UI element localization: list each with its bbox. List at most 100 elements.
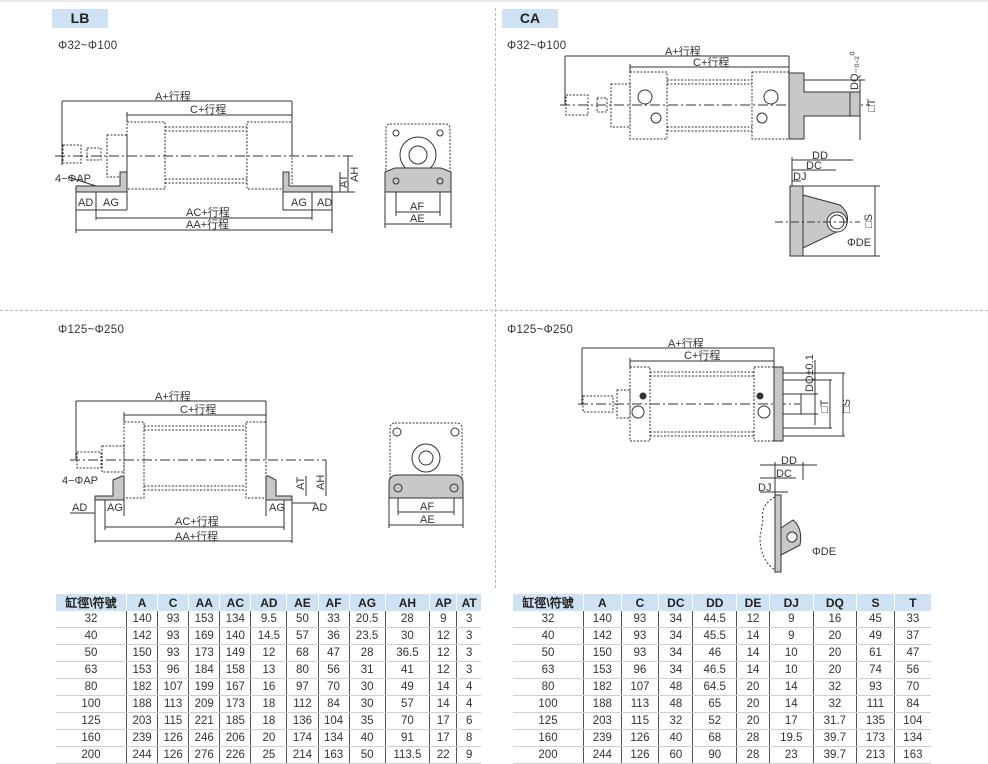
lb-header-cell: AP <box>429 594 457 611</box>
table-cell: 203 <box>125 712 158 730</box>
table-cell: 93 <box>157 611 189 628</box>
table-cell: 276 <box>188 746 220 764</box>
table-cell: 126 <box>620 729 659 747</box>
table-cell: 167 <box>219 678 251 696</box>
lb-header-cell: AH <box>384 594 430 611</box>
table-cell: 46.5 <box>692 661 737 679</box>
table-cell: 3 <box>456 611 481 628</box>
ca-large-s: □S <box>841 399 853 413</box>
table-cell: 39.7 <box>812 729 857 747</box>
table-cell: 104 <box>893 712 931 730</box>
table-cell: 80 <box>513 678 584 696</box>
lb-small-at: AT <box>338 174 350 188</box>
table-cell: 65 <box>692 695 737 713</box>
ca-tag: CA <box>502 9 558 28</box>
table-cell: 70 <box>317 678 350 696</box>
table-cell: 209 <box>188 695 220 713</box>
ca-small-t: □T <box>866 98 878 112</box>
table-cell: 31 <box>348 661 386 679</box>
table-cell: 182 <box>583 678 622 696</box>
ca-header-cell: DQ <box>812 594 857 611</box>
table-cell: 213 <box>856 746 895 764</box>
ca-small-de: ΦDE <box>847 237 871 249</box>
table-cell: 239 <box>583 729 622 747</box>
table-cell: 14 <box>768 695 814 713</box>
table-cell: 48 <box>658 678 693 696</box>
table-cell: 50 <box>513 644 584 662</box>
table-cell: 60 <box>658 746 693 764</box>
horizontal-divider <box>0 310 988 311</box>
table-cell: 45.5 <box>692 627 737 645</box>
table-cell: 34 <box>658 611 693 628</box>
table-cell: 22 <box>429 746 457 764</box>
table-cell: 8 <box>456 729 481 747</box>
table-cell: 126 <box>620 746 659 764</box>
table-cell: 14 <box>736 661 770 679</box>
lb-large-ad-right: AD <box>312 502 327 514</box>
table-cell: 149 <box>219 644 251 662</box>
table-cell: 61 <box>856 644 895 662</box>
table-cell: 140 <box>583 611 622 628</box>
lb-large-ac-stroke: AC+行程 <box>175 515 219 528</box>
table-cell: 96 <box>620 661 659 679</box>
table-cell: 246 <box>188 729 220 747</box>
table-cell: 49 <box>856 627 895 645</box>
table-cell: 173 <box>188 644 220 662</box>
table-cell: 16 <box>812 611 857 628</box>
table-cell: 30 <box>348 678 386 696</box>
table-cell: 80 <box>56 678 127 696</box>
table-cell: 203 <box>583 712 622 730</box>
table-cell: 50 <box>348 746 386 764</box>
table-cell: 182 <box>125 678 158 696</box>
table-cell: 57 <box>286 627 318 645</box>
table-cell: 32 <box>812 678 857 696</box>
table-cell: 12 <box>429 627 457 645</box>
table-cell: 136 <box>286 712 318 730</box>
table-cell: 169 <box>188 627 220 645</box>
table-cell: 12 <box>429 661 457 679</box>
ca-small-dj: DJ <box>793 171 806 183</box>
table-cell: 56 <box>893 661 931 679</box>
table-cell: 226 <box>219 746 251 764</box>
table-cell: 33 <box>893 611 931 628</box>
table-cell: 126 <box>157 729 189 747</box>
table-cell: 34 <box>658 644 693 662</box>
table-cell: 64.5 <box>692 678 737 696</box>
table-cell: 45 <box>856 611 895 628</box>
ca-header-cell: DJ <box>768 594 814 611</box>
table-cell: 200 <box>56 746 127 764</box>
ca-small-dd: DD <box>812 150 828 162</box>
table-cell: 100 <box>513 695 584 713</box>
lb-header-cell: AC <box>219 594 251 611</box>
table-cell: 20 <box>812 644 857 662</box>
table-cell: 35 <box>348 712 386 730</box>
table-cell: 47 <box>317 644 350 662</box>
ca-header-cell: 缸徑\符號 <box>513 594 584 611</box>
table-cell: 32 <box>513 611 584 628</box>
table-cell: 74 <box>856 661 895 679</box>
ca-large-range: Φ125~Φ250 <box>507 324 574 336</box>
table-cell: 140 <box>125 611 158 628</box>
ca-large-dq: DQ±0.1 <box>804 354 816 392</box>
table-cell: 14 <box>429 678 457 696</box>
lb-header-cell: 缸徑\符號 <box>56 594 127 611</box>
table-cell: 93 <box>620 627 659 645</box>
table-cell: 221 <box>188 712 220 730</box>
lb-large-c-stroke: C+行程 <box>180 403 216 416</box>
table-cell: 52 <box>692 712 737 730</box>
lb-large-ah: AH <box>315 475 327 490</box>
lb-small-af: AF <box>410 201 424 213</box>
table-cell: 32 <box>56 611 127 628</box>
table-cell: 13 <box>250 661 287 679</box>
table-cell: 9.5 <box>250 611 287 628</box>
table-cell: 10 <box>768 661 814 679</box>
table-cell: 20 <box>736 712 770 730</box>
table-cell: 134 <box>219 611 251 628</box>
lb-small-ag-right: AG <box>291 197 307 209</box>
table-cell: 173 <box>856 729 895 747</box>
